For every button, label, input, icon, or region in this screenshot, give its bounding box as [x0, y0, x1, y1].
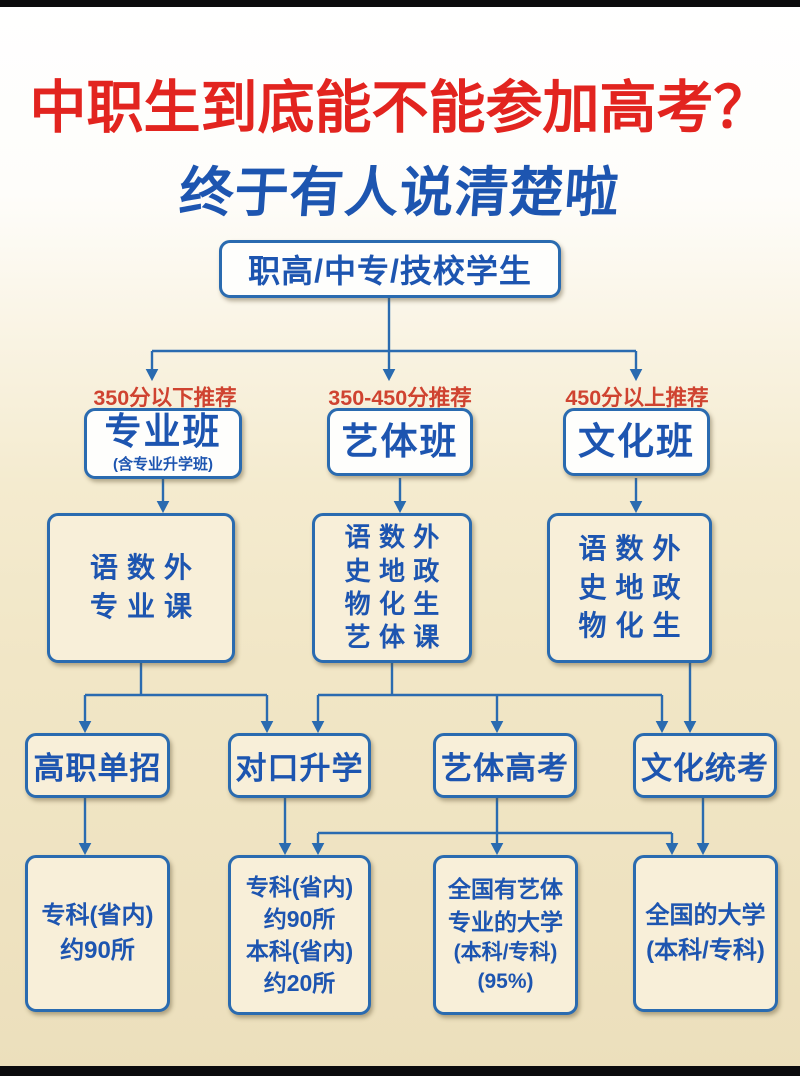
result-box-2: 专科(省内) 约90所 本科(省内) 约20所 — [228, 855, 371, 1015]
exam-label: 高职单招 — [33, 751, 162, 786]
result-box-4: 全国的大学 (本科/专科) — [633, 855, 778, 1012]
exam-box-gaozhidanzhao: 高职单招 — [25, 733, 170, 798]
course-line: 艺体课 — [344, 622, 448, 653]
course-line: 语数外 — [90, 552, 201, 584]
result-line: (本科/专科) — [453, 940, 558, 964]
class-box-yitiban: 艺体班 — [327, 408, 473, 476]
main-title: 中职生到底能不能参加高考？ — [29, 76, 771, 140]
exam-label: 艺体高考 — [441, 751, 569, 786]
result-line: 本科(省内) — [245, 938, 354, 964]
result-line: 专科(省内) — [245, 873, 354, 900]
result-box-1: 专科(省内) 约90所 — [25, 855, 170, 1012]
course-box-yitiban: 语数外 史地政 物化生 艺体课 — [312, 513, 472, 663]
course-box-zhuanyeban: 语数外 专业课 — [47, 513, 235, 663]
result-line: 约20所 — [263, 970, 336, 997]
recommendation-label-1: 350分以下推荐 — [93, 386, 237, 410]
course-line: 语数外 — [578, 533, 690, 565]
class-label: 专业班 — [104, 410, 222, 452]
course-line: 史地政 — [344, 555, 448, 586]
recommendation-label-3: 450分以上推荐 — [565, 386, 709, 410]
class-box-zhuanyeban: 专业班 (含专业升学班) — [84, 408, 242, 479]
root-box: 职高/中专/技校学生 — [219, 240, 561, 298]
exam-label: 对口升学 — [235, 751, 364, 786]
course-line: 专业课 — [90, 591, 201, 622]
result-line: 专科(省内) — [41, 902, 154, 930]
course-line: 语数外 — [344, 522, 448, 553]
course-line: 史地政 — [578, 571, 690, 603]
result-line: (95%) — [477, 970, 534, 994]
result-line: 全国的大学 — [645, 902, 766, 930]
connector-exams-to-results — [78, 798, 710, 856]
class-box-wenhuaban: 文化班 — [563, 408, 710, 476]
exam-box-wenhuatongkao: 文化统考 — [633, 733, 777, 798]
exam-box-duikoushengxue: 对口升学 — [228, 733, 371, 798]
course-line: 物化生 — [578, 610, 690, 642]
class-label: 文化班 — [578, 420, 695, 462]
connector-root-to-branches — [145, 297, 643, 382]
root-label: 职高/中专/技校学生 — [248, 253, 532, 289]
top-letterbox-bar — [0, 0, 800, 7]
course-box-wenhuaban: 语数外 史地政 物化生 — [547, 513, 712, 663]
result-line: 专业的大学 — [448, 908, 563, 935]
class-label: 艺体班 — [341, 420, 459, 462]
result-line: (本科/专科) — [646, 936, 765, 964]
exam-label: 文化统考 — [641, 751, 769, 786]
subtitle: 终于有人说清楚啦 — [177, 163, 622, 223]
connector-class-to-courses — [156, 478, 643, 514]
result-line: 约90所 — [60, 936, 135, 964]
bottom-letterbox-bar — [0, 1066, 800, 1076]
result-line: 约90所 — [263, 905, 336, 932]
connector-courses-to-exams — [78, 663, 697, 734]
class-sublabel: (含专业升学班) — [113, 456, 213, 474]
result-line: 全国有艺体 — [448, 876, 563, 903]
exam-box-yitigaokao: 艺体高考 — [433, 733, 577, 798]
recommendation-label-2: 350-450分推荐 — [328, 386, 472, 410]
result-box-3: 全国有艺体 专业的大学 (本科/专科) (95%) — [433, 855, 578, 1015]
course-line: 物化生 — [344, 589, 448, 619]
